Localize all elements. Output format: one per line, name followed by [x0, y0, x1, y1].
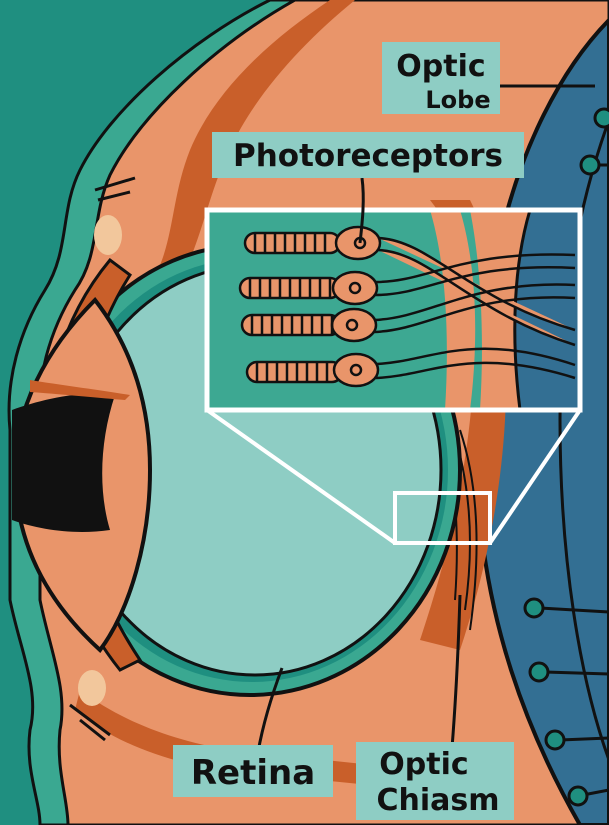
label-optic-lobe-line2: Lobe	[425, 86, 490, 114]
label-optic-lobe-line1: Optic	[396, 49, 485, 84]
label-retina: Retina	[173, 745, 333, 797]
label-optic-lobe: Optic Lobe	[382, 42, 500, 114]
pupil	[12, 394, 115, 532]
label-optic-chiasm: Optic Chiasm	[356, 742, 514, 820]
brow-highlight	[94, 215, 122, 255]
cheek-highlight	[78, 670, 106, 706]
label-retina-text: Retina	[191, 753, 315, 793]
label-optic-chiasm-line2: Chiasm	[376, 783, 499, 818]
photoreceptor-inset	[207, 210, 580, 410]
label-photoreceptors-text: Photoreceptors	[233, 138, 503, 174]
label-optic-chiasm-line1: Optic	[379, 747, 468, 782]
label-photoreceptors: Photoreceptors	[212, 132, 524, 178]
